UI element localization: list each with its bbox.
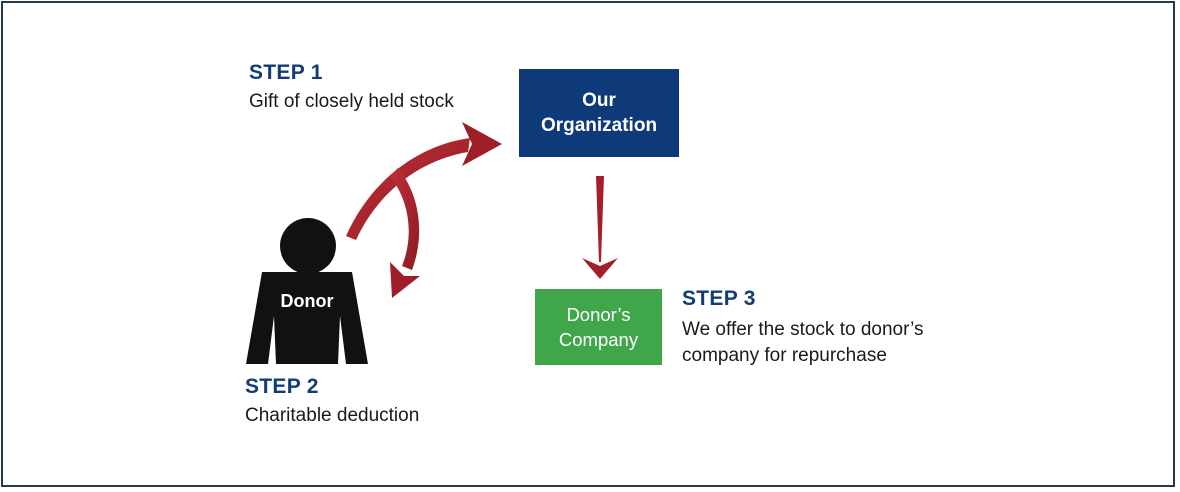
- donor-silhouette-icon: [246, 218, 368, 364]
- step1-title: STEP 1: [249, 61, 323, 84]
- step2-title: STEP 2: [245, 375, 319, 398]
- arrow-offer-to-company: [582, 176, 618, 279]
- step1-text: Gift of closely held stock: [249, 91, 454, 112]
- company-line2: Company: [558, 329, 639, 350]
- step2-text: Charitable deduction: [245, 405, 420, 426]
- arrow-gift-to-organization: [346, 122, 502, 240]
- donor-company-box: Donor’s Company: [535, 289, 662, 365]
- step3-title: STEP 3: [682, 287, 756, 310]
- donor-label: Donor: [280, 291, 334, 311]
- arrow-deduction-to-donor: [390, 168, 420, 298]
- company-line1: Donor’s: [566, 304, 631, 325]
- step3-text-line1: We offer the stock to donor’s: [682, 319, 924, 340]
- organization-box: Our Organization: [519, 69, 679, 157]
- organization-line1: Our: [582, 90, 616, 111]
- step3-text-line2: company for repurchase: [682, 345, 887, 366]
- organization-line2: Organization: [540, 115, 658, 136]
